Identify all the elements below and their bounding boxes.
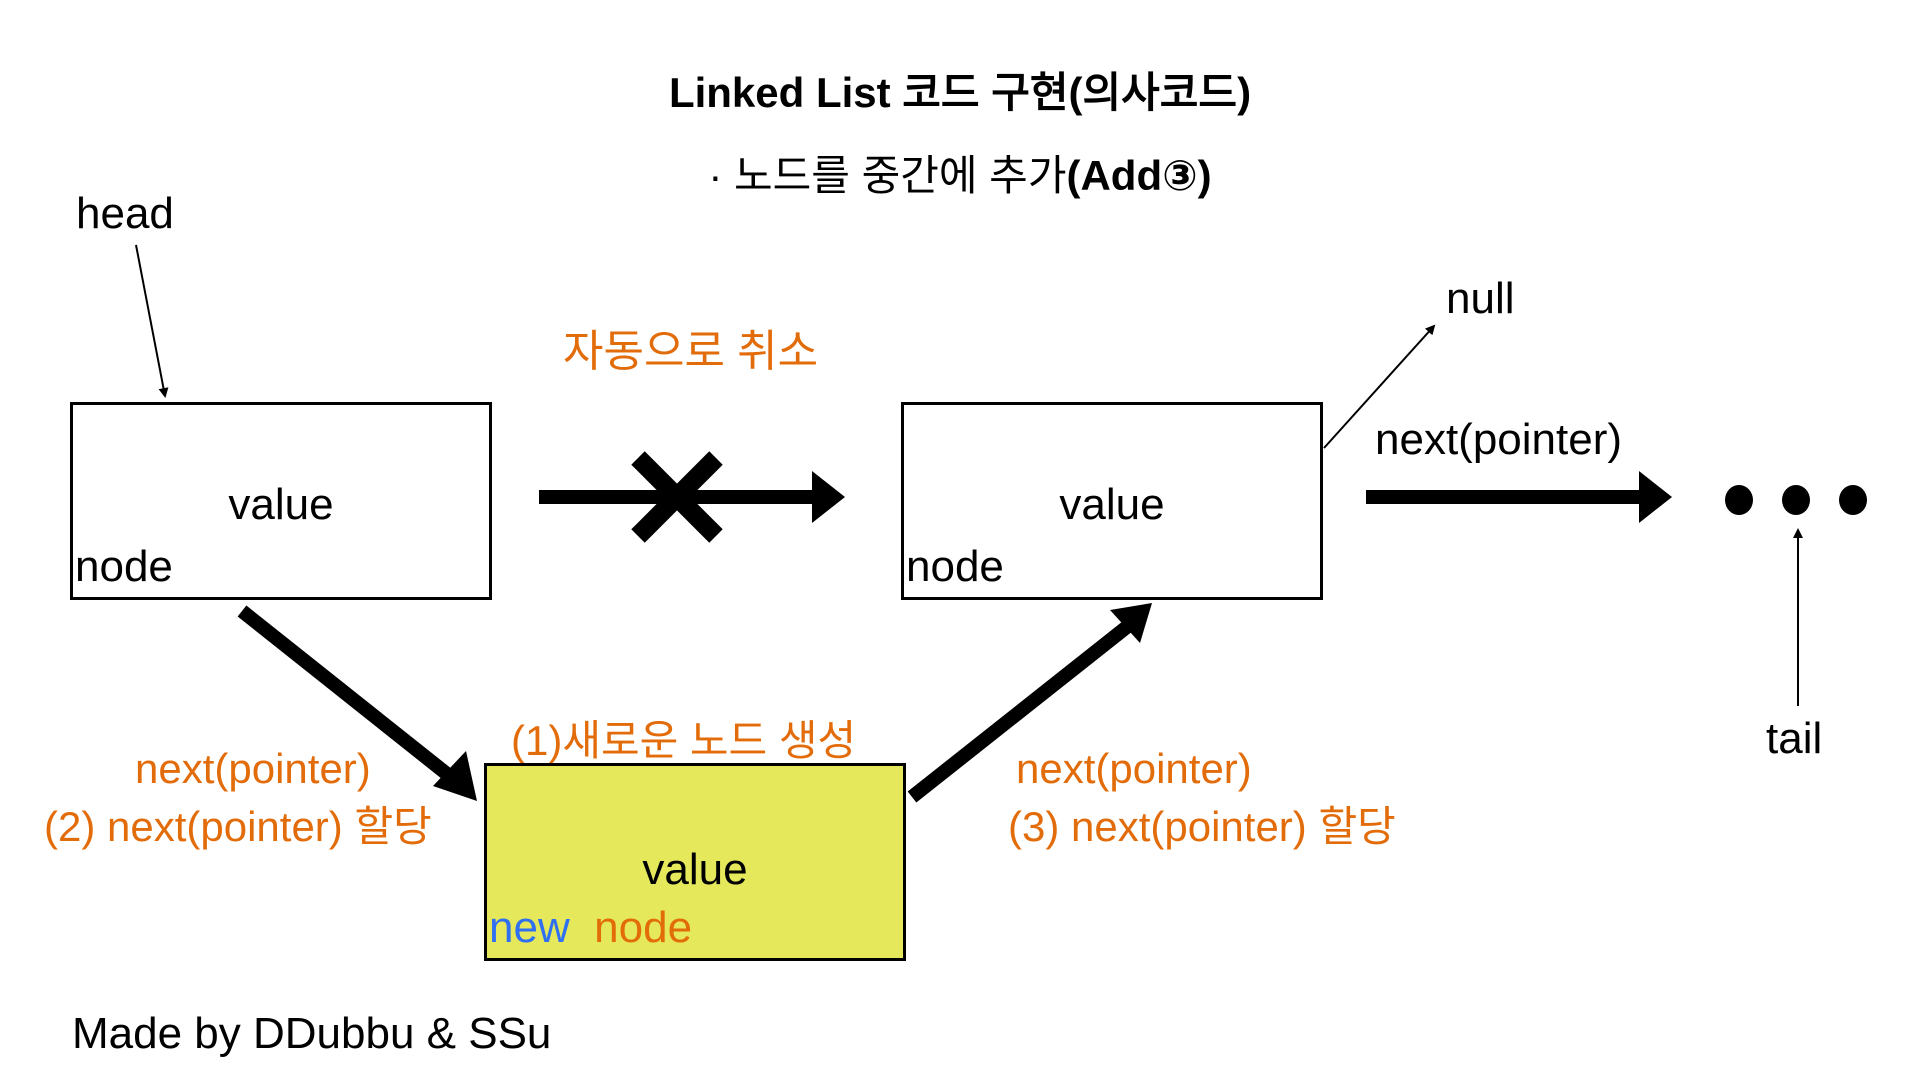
- new-node-box: value new node: [484, 763, 906, 961]
- node-value: value: [228, 480, 334, 529]
- head-pointer-arrow: [135, 244, 169, 398]
- new-node-to-node2-arrow: [907, 603, 1152, 803]
- subtitle-text: 노드를 중간에 추가: [734, 152, 1067, 199]
- node-value: value: [1059, 480, 1165, 529]
- next-pointer-label-right: next(pointer): [1375, 415, 1623, 464]
- node1-to-new-node-arrow: [237, 605, 477, 801]
- credit-text: Made by DDubbu & SSu: [72, 1009, 552, 1058]
- x-mark-icon: [631, 451, 723, 543]
- page-subtitle: · 노드를 중간에 추가(Add③): [0, 155, 1920, 197]
- null-pointer-arrow: [1323, 324, 1436, 449]
- null-label: null: [1446, 274, 1515, 323]
- node-tag: node: [75, 542, 173, 591]
- node-word: node: [594, 903, 693, 952]
- right-step3-label: (3) next(pointer) 할당: [1008, 803, 1396, 850]
- tail-label: tail: [1766, 714, 1823, 763]
- subtitle-bullet: ·: [708, 152, 723, 199]
- left-step2-label: (2) next(pointer) 할당: [44, 803, 432, 850]
- new-node-tag: new node: [489, 906, 692, 950]
- head-label: head: [76, 189, 174, 238]
- node-box-1: value node: [70, 402, 492, 600]
- node-tag: node: [906, 542, 1004, 591]
- page-title: Linked List 코드 구현(의사코드): [668, 69, 1252, 116]
- ellipsis-icon: [1725, 485, 1867, 515]
- create-new-node-label: (1)새로운 노드 생성: [511, 717, 857, 764]
- new-word: new: [489, 903, 570, 952]
- node2-next-arrow: [1366, 471, 1672, 523]
- left-next-pointer-label: next(pointer): [135, 745, 371, 792]
- subtitle-bold-suffix: (Add③): [1066, 152, 1212, 199]
- auto-cancel-label: 자동으로 취소: [563, 327, 819, 376]
- right-next-pointer-label: next(pointer): [1016, 745, 1252, 792]
- node-box-2: value node: [901, 402, 1323, 600]
- new-node-value: value: [642, 845, 748, 894]
